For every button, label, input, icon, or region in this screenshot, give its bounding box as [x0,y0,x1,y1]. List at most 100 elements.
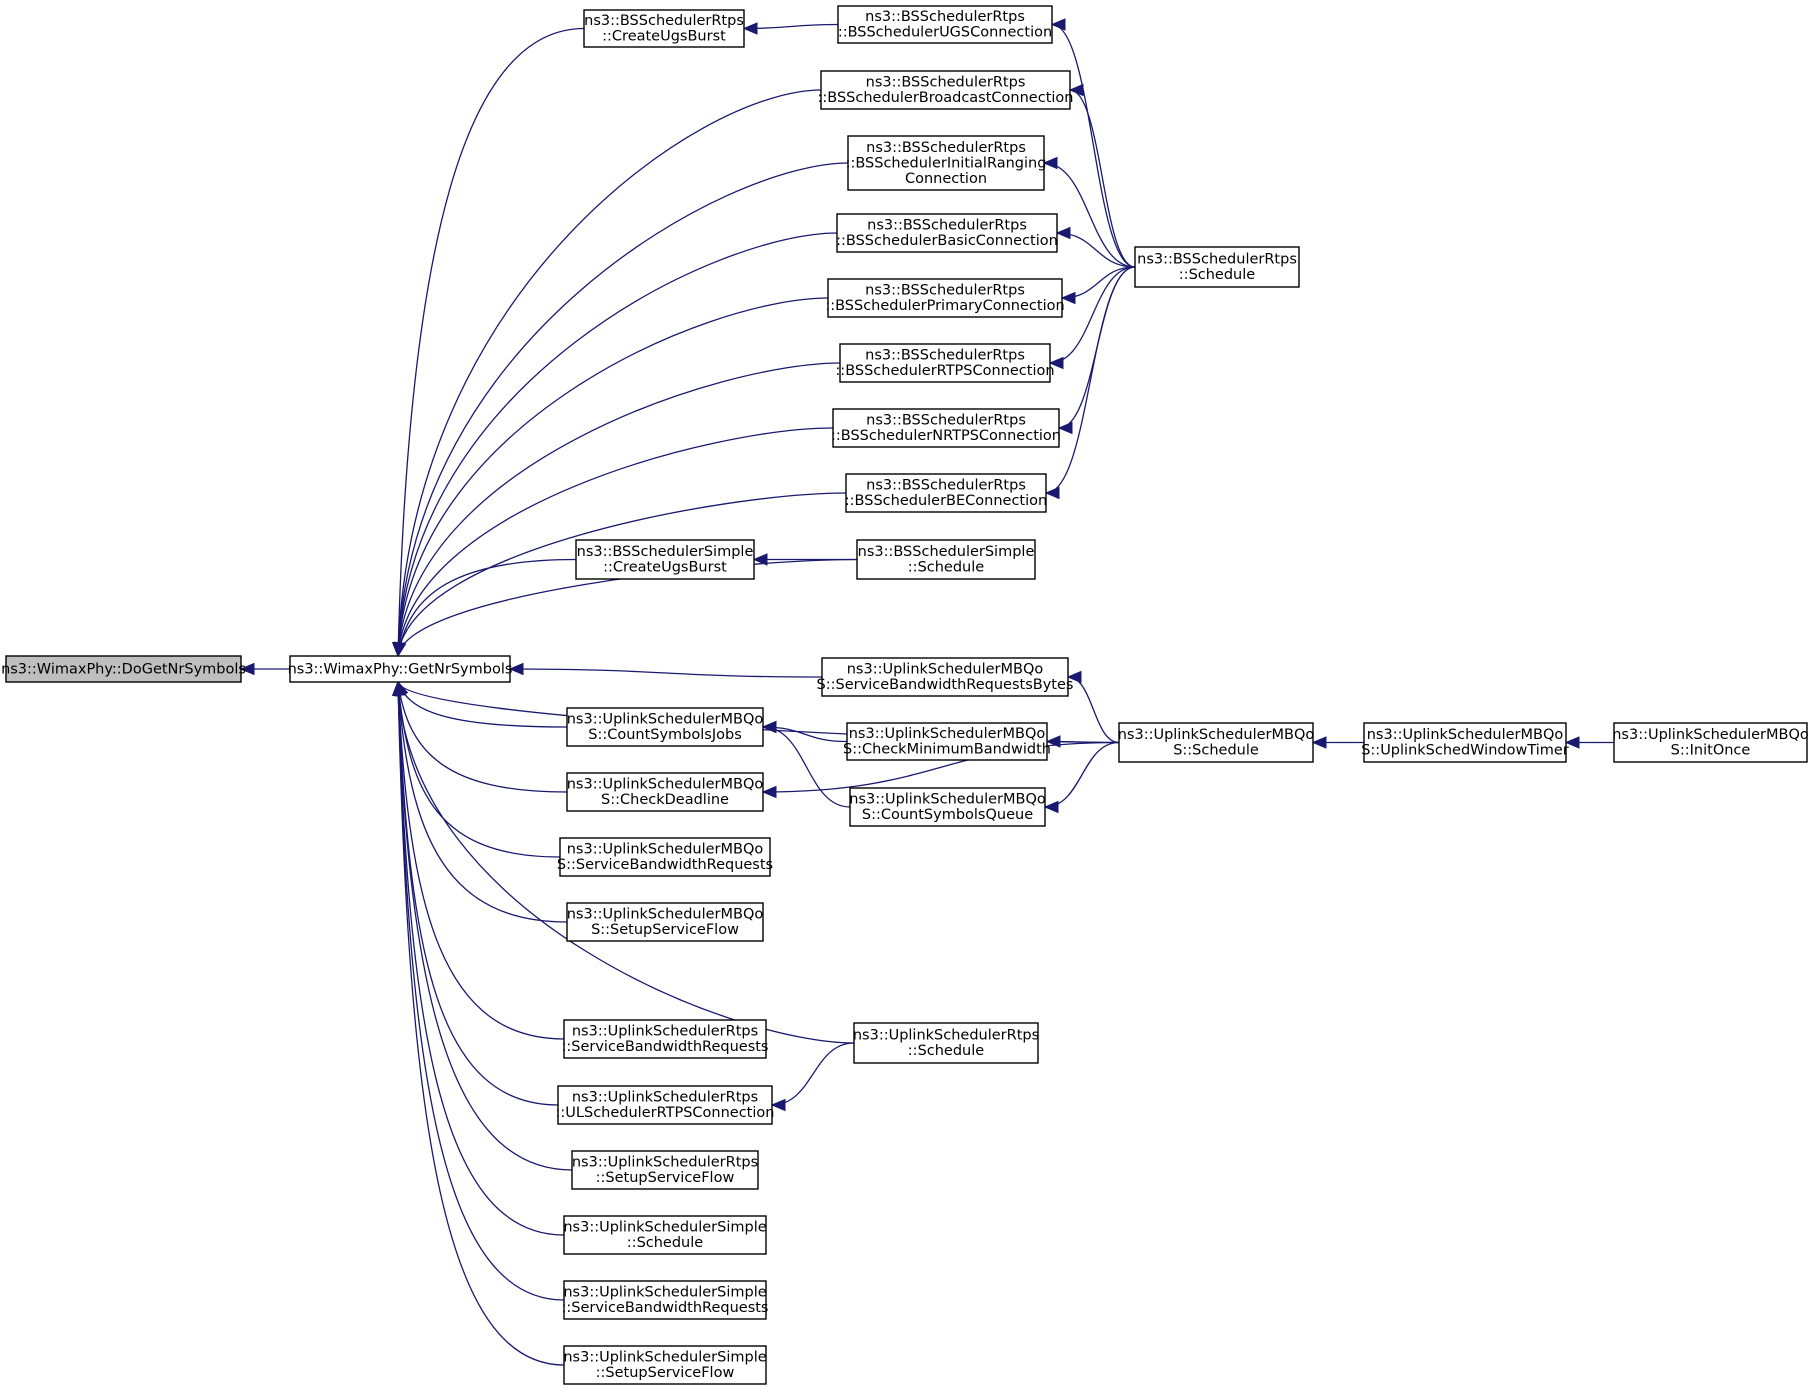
graph-edge [1048,266,1136,370]
node-box [856,539,1036,580]
edge-line [397,681,565,1040]
node-label: ns3::BSSchedulerRtps [1137,252,1297,268]
node-label: ns3::UplinkSchedulerMBQo [1118,727,1315,743]
node-box [583,9,745,48]
node-label: S::CountSymbolsJobs [588,727,742,743]
arrowhead-icon [1043,800,1059,814]
edge-line [771,1042,855,1106]
graph-node[interactable]: ns3::UplinkSchedulerMBQoS::CheckMinimumB… [843,722,1051,761]
node-box [836,213,1058,253]
graph-edge [392,232,838,658]
graph-node[interactable]: ns3::UplinkSchedulerMBQoS::ServiceBandwi… [557,837,773,877]
graph-node[interactable]: ns3::BSSchedulerRtps::BSSchedulerInitial… [846,135,1047,191]
graph-node[interactable]: ns3::BSSchedulerRtps::BSSchedulerBasicCo… [836,213,1058,253]
graph-node[interactable]: ns3::UplinkSchedulerRtps::Schedule [853,1022,1039,1064]
graph-node[interactable]: ns3::UplinkSchedulerMBQoS::SetupServiceF… [566,902,764,942]
graph-node[interactable]: ns3::BSSchedulerRtps::BSSchedulerBEConne… [845,473,1047,513]
graph-node[interactable]: ns3::UplinkSchedulerSimple::Schedule [563,1215,767,1255]
node-label: S::ServiceBandwidthRequestsBytes [817,677,1074,693]
node-label: ::CreateUgsBurst [603,560,727,576]
node-box [289,655,511,683]
graph-node[interactable]: ns3::BSSchedulerRtps::CreateUgsBurst [583,9,745,48]
arrowhead-icon [1311,736,1327,749]
edge-line [397,681,565,1301]
graph-node[interactable]: ns3::WimaxPhy::GetNrSymbols [288,655,513,683]
node-label: ns3::WimaxPhy::GetNrSymbols [288,661,513,677]
edge-line [762,741,1120,793]
edges-layer [239,18,1615,1366]
graph-node[interactable]: ns3::UplinkSchedulerMBQoS::UplinkSchedWi… [1361,722,1569,763]
graph-edge [396,680,568,728]
node-label: ns3::UplinkSchedulerSimple [563,1350,766,1366]
edge-line [743,23,839,30]
edge-line [397,232,838,657]
node-box [847,135,1045,191]
graph-node[interactable]: ns3::BSSchedulerRtps::BSSchedulerUGSConn… [837,5,1053,44]
node-label: ::ServiceBandwidthRequests [561,1039,768,1055]
node-box [1363,722,1567,763]
edge-line [397,427,834,657]
graph-node[interactable]: ns3::BSSchedulerRtps::BSSchedulerPrimary… [825,278,1065,318]
graph-node[interactable]: ns3::UplinkSchedulerRtps::ServiceBandwid… [561,1019,769,1059]
graph-node[interactable]: ns3::BSSchedulerRtps::BSSchedulerRTPSCon… [835,343,1055,383]
graph-node[interactable]: ns3::WimaxPhy::DoGetNrSymbols [1,655,246,683]
graph-edge [393,558,858,658]
arrowhead-icon [1060,291,1076,305]
node-label: ns3::UplinkSchedulerRtps [853,1028,1039,1044]
graph-edge [1055,226,1136,268]
node-label: S::ServiceBandwidthRequests [557,857,773,873]
graph-node[interactable]: ns3::UplinkSchedulerMBQoS::CountSymbolsJ… [566,707,764,747]
node-label: ns3::UplinkSchedulerRtps [572,1090,758,1106]
edge-line [397,558,858,657]
graph-edge [1043,741,1120,814]
node-label: ns3::BSSchedulerRtps [866,478,1026,494]
node-label: ::BSSchedulerInitialRanging [846,155,1047,171]
graph-edge [392,297,829,658]
graph-node[interactable]: ns3::UplinkSchedulerMBQoS::CountSymbolsQ… [849,787,1046,827]
edge-line [1043,162,1136,268]
node-box [845,473,1047,513]
node-label: S::SetupServiceFlow [591,922,739,938]
graph-edge [770,1042,855,1112]
arrowhead-icon [761,720,777,734]
graph-node[interactable]: ns3::BSSchedulerSimple::Schedule [856,539,1036,580]
graph-node[interactable]: ns3::BSSchedulerSimple::CreateUgsBurst [575,539,755,580]
node-label: S::UplinkSchedWindowTimer [1361,743,1569,759]
node-box [566,902,764,942]
node-label: ns3::UplinkSchedulerMBQo [1612,727,1809,743]
node-label: S::CheckDeadline [601,792,729,808]
nodes-layer: ns3::WimaxPhy::DoGetNrSymbols ns3::WimaxP… [1,5,1809,1385]
graph-node[interactable]: ns3::BSSchedulerRtps::BSSchedulerNRTPSCo… [831,408,1061,448]
graph-node[interactable]: ns3::UplinkSchedulerSimple::ServiceBandw… [561,1280,769,1320]
node-box [846,722,1048,761]
edge-line [397,681,573,1171]
edge-line [1049,266,1136,364]
node-label: ::Schedule [908,560,984,576]
node-box [563,1019,767,1059]
node-label: ::BSSchedulerBroadcastConnection [818,90,1074,106]
node-label: Connection [905,171,987,187]
graph-node[interactable]: ns3::UplinkSchedulerSimple::SetupService… [563,1345,767,1385]
graph-node[interactable]: ns3::UplinkSchedulerRtps::SetupServiceFl… [571,1150,759,1190]
arrowhead-icon [1564,736,1580,749]
node-box [5,655,242,683]
arrowhead-icon [1048,356,1064,370]
edge-line [509,668,823,678]
graph-node[interactable]: ns3::UplinkSchedulerMBQoS::ServiceBandwi… [817,657,1074,697]
node-label: ns3::BSSchedulerSimple [858,544,1035,560]
edge-line [397,297,829,657]
graph-node[interactable]: ns3::BSSchedulerRtps::Schedule [1134,246,1300,288]
node-label: ns3::UplinkSchedulerMBQo [1367,727,1564,743]
node-box [559,837,771,877]
node-label: ::ULSchedulerRTPSConnection [556,1105,775,1121]
edge-line [397,681,565,1236]
graph-edge [742,22,839,35]
graph-node[interactable]: ns3::BSSchedulerRtps::BSSchedulerBroadca… [818,70,1074,110]
node-label: ns3::UplinkSchedulerSimple [563,1220,766,1236]
graph-node[interactable]: ns3::UplinkSchedulerRtps::ULSchedulerRTP… [556,1085,775,1125]
edge-line [397,681,568,923]
edge-line [397,681,855,1044]
